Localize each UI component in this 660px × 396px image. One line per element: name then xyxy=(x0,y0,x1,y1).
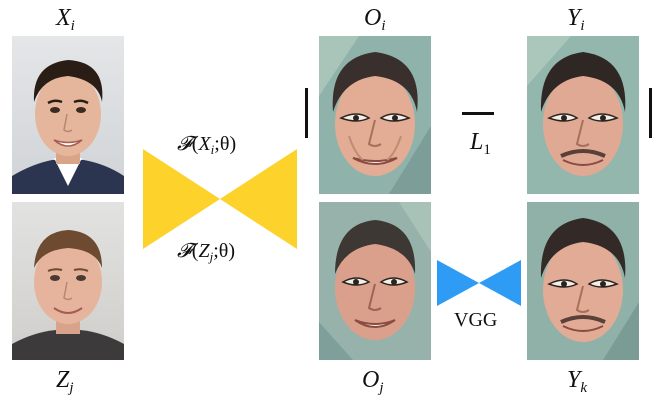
label-o-j: Oj xyxy=(362,367,384,396)
formula-top: 𝓕(Xi;θ) xyxy=(177,133,237,157)
painting-y-k xyxy=(527,202,639,360)
photo-z-j xyxy=(12,202,124,360)
painting-o-i xyxy=(319,36,431,194)
loss-label: L1 xyxy=(470,129,491,158)
painting-y-i xyxy=(527,36,639,194)
norm-bar-left xyxy=(305,88,308,138)
label-y-i: Yi xyxy=(567,5,585,34)
photo-x-i xyxy=(12,36,124,194)
vgg-bowtie-shape xyxy=(437,260,521,306)
network-bowtie xyxy=(143,149,297,249)
network-bowtie-shape xyxy=(143,149,297,249)
norm-bar-right xyxy=(649,88,652,138)
vgg-bowtie xyxy=(437,260,521,306)
label-x-i: Xi xyxy=(56,5,75,34)
label-y-k: Yk xyxy=(567,367,588,396)
minus-sign xyxy=(462,112,494,115)
vgg-label: VGG xyxy=(454,309,498,331)
formula-bottom: 𝓕(Zj;θ) xyxy=(177,240,236,264)
label-o-i: Oi xyxy=(364,5,386,34)
label-z-j: Zj xyxy=(56,367,74,396)
painting-o-j xyxy=(319,202,431,360)
